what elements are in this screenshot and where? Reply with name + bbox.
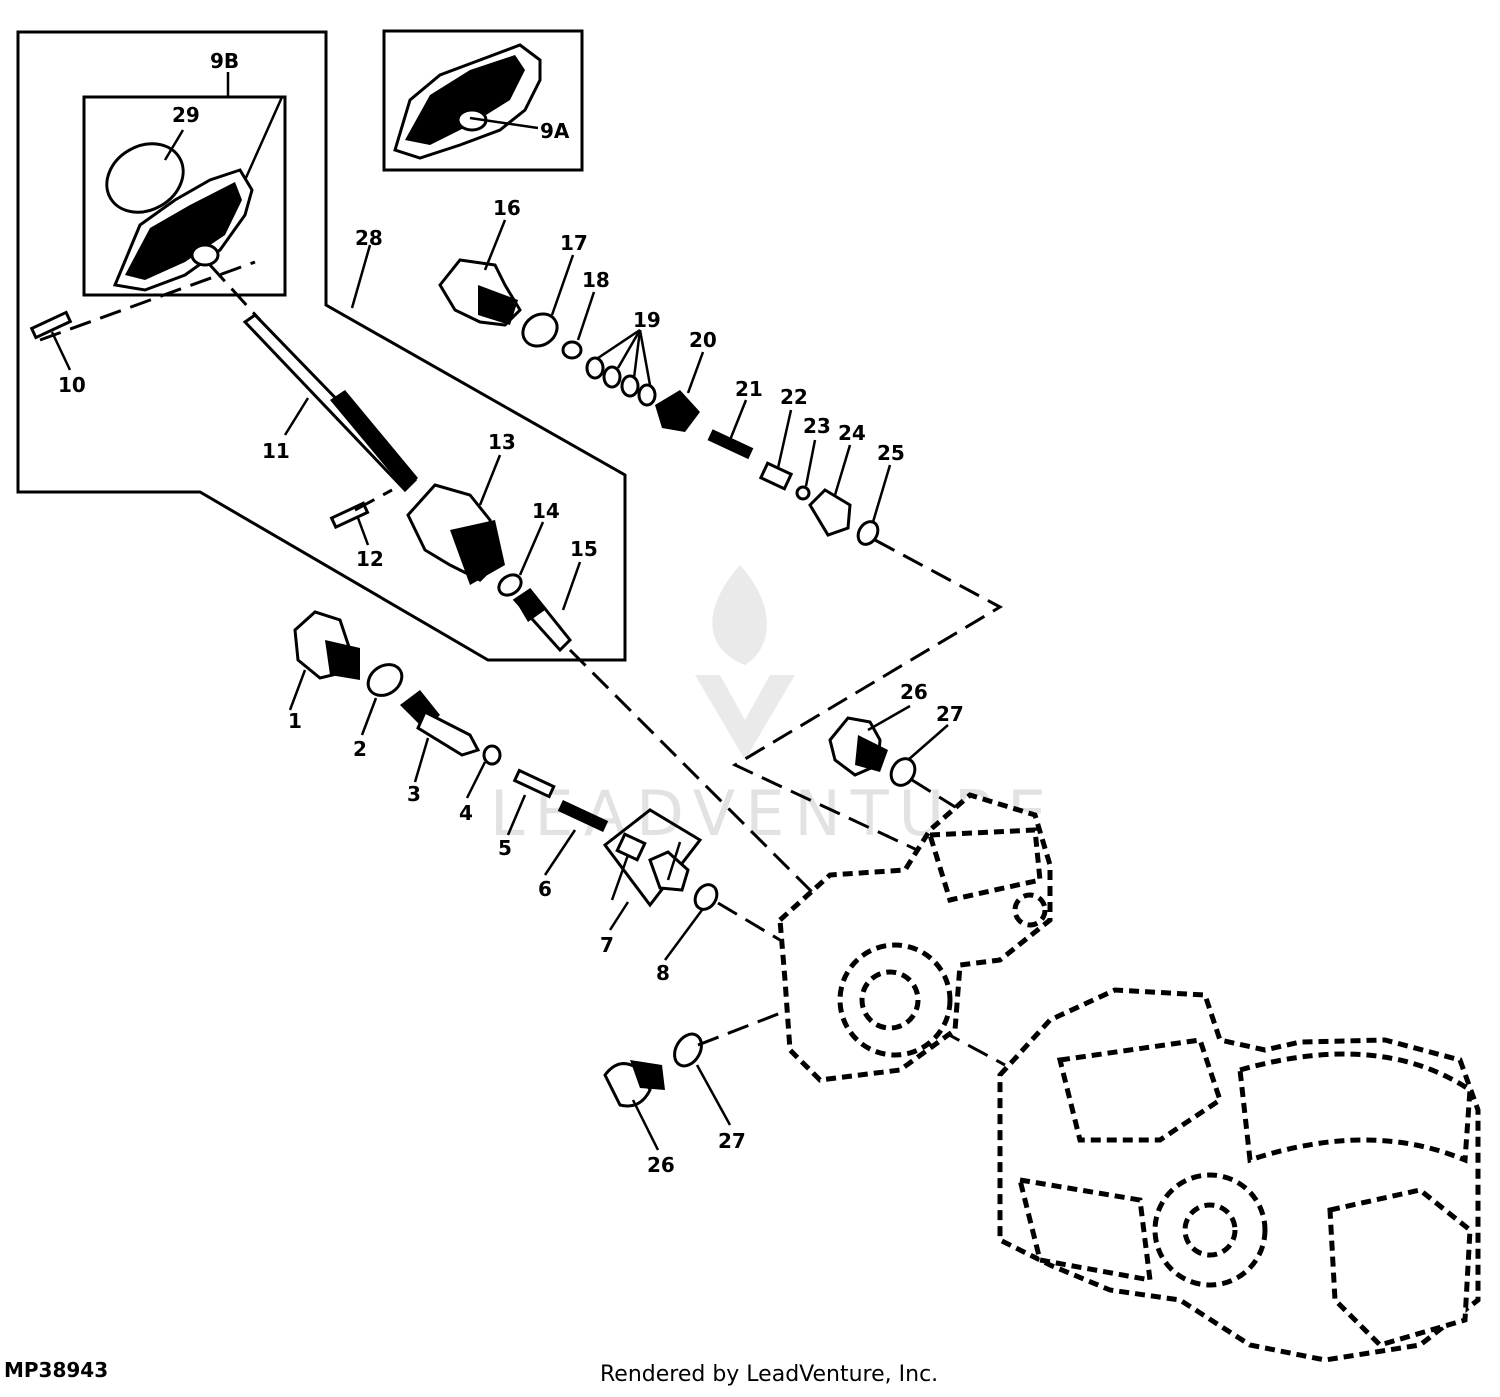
transmission-housing-phantom xyxy=(997,987,1481,1363)
part-3-valve-seat[interactable] xyxy=(400,690,481,757)
part-9b-knob[interactable] xyxy=(112,168,254,292)
part-21-spring[interactable] xyxy=(707,429,754,460)
part-26-plug-upper[interactable] xyxy=(828,716,888,777)
part-6-spring[interactable] xyxy=(557,799,609,833)
render-credit: Rendered by LeadVenture, Inc. xyxy=(600,1362,939,1387)
part-19-o-rings[interactable] xyxy=(585,356,657,407)
part-20-spring-guide[interactable] xyxy=(655,390,700,432)
callout-27-lower: 27 xyxy=(718,1129,746,1153)
part-23-ball[interactable] xyxy=(795,485,811,501)
diagram-id-label: MP38943 xyxy=(4,1358,109,1382)
kit-boundary-9a xyxy=(382,29,584,172)
callout-20: 20 xyxy=(689,328,717,352)
callout-15: 15 xyxy=(570,537,598,561)
part-26-plug-lower[interactable] xyxy=(603,1060,665,1108)
callout-1: 1 xyxy=(288,709,302,733)
part-29-o-ring[interactable] xyxy=(94,130,195,225)
leader-lines xyxy=(50,72,949,1151)
callout-9a: 9A xyxy=(540,119,570,143)
callout-18: 18 xyxy=(582,268,610,292)
part-17-washer[interactable] xyxy=(517,307,564,352)
part-16-fitting[interactable] xyxy=(438,258,522,327)
part-4-o-ring[interactable] xyxy=(482,744,502,766)
part-27-washer-lower[interactable] xyxy=(669,1029,707,1070)
callout-24: 24 xyxy=(838,421,866,445)
callout-6: 6 xyxy=(538,877,552,901)
callout-17: 17 xyxy=(560,231,588,255)
callout-7: 7 xyxy=(600,933,614,957)
callout-5: 5 xyxy=(498,836,512,860)
part-25-o-ring[interactable] xyxy=(854,518,882,548)
callout-26-lower: 26 xyxy=(647,1153,675,1177)
callout-4: 4 xyxy=(459,801,473,825)
callout-23: 23 xyxy=(803,414,831,438)
part-10-pin[interactable] xyxy=(29,310,73,340)
callout-29: 29 xyxy=(172,103,200,127)
part-24-plug[interactable] xyxy=(808,488,852,537)
kit-boundary-9b xyxy=(82,95,287,297)
callout-28: 28 xyxy=(355,226,383,250)
callout-27-upper: 27 xyxy=(936,702,964,726)
part-1-plug[interactable] xyxy=(293,610,360,680)
callout-14: 14 xyxy=(532,499,560,523)
part-15-valve[interactable] xyxy=(512,587,573,653)
callout-11: 11 xyxy=(262,439,290,463)
callout-3: 3 xyxy=(407,782,421,806)
part-5-pin[interactable] xyxy=(512,768,556,799)
callout-2: 2 xyxy=(353,737,367,761)
callout-16: 16 xyxy=(493,196,521,220)
part-11-shaft[interactable] xyxy=(242,313,418,493)
part-22-poppet[interactable] xyxy=(758,461,794,491)
callout-21: 21 xyxy=(735,377,763,401)
part-8-o-ring[interactable] xyxy=(691,881,721,914)
callout-13: 13 xyxy=(488,430,516,454)
part-14-o-ring[interactable] xyxy=(495,571,525,600)
part-9a-knob[interactable] xyxy=(393,43,542,160)
part-18-o-ring[interactable] xyxy=(561,340,583,360)
pump-housing-phantom xyxy=(777,792,1053,1083)
callout-labels: 1 2 3 4 5 6 7 8 9A 9B 10 11 12 13 14 15 … xyxy=(58,49,964,1177)
callout-12: 12 xyxy=(356,547,384,571)
callout-25: 25 xyxy=(877,441,905,465)
callout-19: 19 xyxy=(633,308,661,332)
kit-boundary-28 xyxy=(16,30,627,662)
callout-22: 22 xyxy=(780,385,808,409)
part-7-poppet[interactable] xyxy=(615,832,690,892)
callout-9b: 9B xyxy=(210,49,239,73)
callout-10: 10 xyxy=(58,373,86,397)
part-2-washer[interactable] xyxy=(362,658,408,702)
callout-26-upper: 26 xyxy=(900,680,928,704)
kit-boundary-7 xyxy=(602,808,703,908)
callout-8: 8 xyxy=(656,961,670,985)
part-13-fitting[interactable] xyxy=(406,483,505,585)
